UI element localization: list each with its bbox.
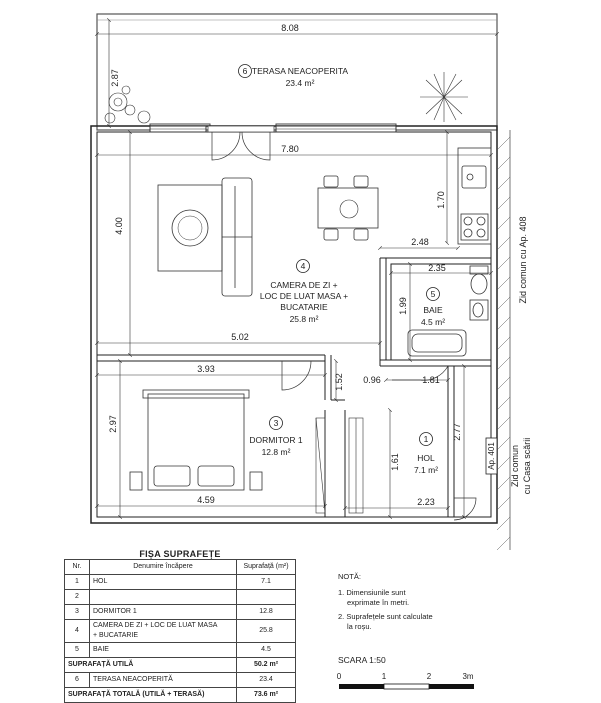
table-row: 4 CAMERA DE ZI + LOC DE LUAT MASA + BUCA… bbox=[64, 619, 296, 643]
surfaces-table: FIȘA SUPRAFEȚE Nr. Denumire încăpere Sup… bbox=[64, 549, 296, 703]
dim-bedroom-bottom: 4.59 bbox=[197, 495, 215, 505]
bed bbox=[129, 389, 263, 491]
scale-bar: 0 1 2 3m SCARA 1:50 bbox=[337, 655, 474, 690]
svg-text:3m: 3m bbox=[462, 672, 473, 681]
dim-bath-depth: 1.99 bbox=[398, 297, 408, 315]
dim-bath-width: 2.35 bbox=[428, 263, 446, 273]
table-row: 3 DORMITOR 1 12.8 bbox=[64, 604, 296, 620]
entry-door bbox=[453, 497, 477, 521]
dim-corridor: 1.52 bbox=[334, 373, 344, 391]
svg-text:LOC DE LUAT MASA +: LOC DE LUAT MASA + bbox=[260, 291, 348, 301]
svg-text:7.1 m²: 7.1 m² bbox=[414, 465, 438, 475]
living-furniture bbox=[157, 177, 253, 297]
dim-bedroom-wall: 5.02 bbox=[231, 332, 249, 342]
table-terrace-row: 6 TERASA NEACOPERITĂ 23.4 bbox=[64, 672, 296, 688]
table-total-row: SUPRAFAȚĂ TOTALĂ (UTILĂ + TERASĂ) 73.6 m… bbox=[64, 687, 296, 703]
dim-living-width: 7.80 bbox=[281, 144, 299, 154]
dim-hall-width: 1.81 bbox=[422, 375, 440, 385]
svg-text:5: 5 bbox=[431, 289, 436, 299]
dim-hall-bottom: 2.23 bbox=[417, 497, 435, 507]
plant-icon bbox=[104, 85, 151, 124]
toilet bbox=[469, 265, 489, 295]
table-row: 2 bbox=[64, 589, 296, 605]
room-label-terrace: 6 TERASA NEACOPERITA 23.4 m² bbox=[238, 64, 349, 88]
dim-hall-depth: 2.77 bbox=[452, 423, 462, 441]
bathtub bbox=[407, 329, 467, 357]
dimension-lines bbox=[97, 20, 497, 517]
dim-living-depth: 4.00 bbox=[114, 217, 124, 235]
wall-stair-label-2: cu Casa scării bbox=[522, 438, 532, 495]
svg-text:BAIE: BAIE bbox=[423, 305, 443, 315]
ap401-tag: Ap. 401 bbox=[485, 437, 498, 475]
dim-kitchen-depth: 1.70 bbox=[436, 191, 446, 209]
wall-stair-label-1: Zid comun bbox=[510, 445, 520, 487]
svg-text:0: 0 bbox=[337, 672, 342, 681]
table-row: 5 BAIE 4.5 bbox=[64, 642, 296, 658]
svg-text:BUCATARIE: BUCATARIE bbox=[280, 302, 328, 312]
svg-text:4.5 m²: 4.5 m² bbox=[421, 317, 445, 327]
room-label-living: 4 CAMERA DE ZI + LOC DE LUAT MASA + BUCA… bbox=[260, 259, 348, 324]
shared-wall-hatch bbox=[496, 136, 511, 551]
dim-hall-inner: 1.61 bbox=[390, 453, 400, 471]
header-name: Denumire încăpere bbox=[89, 559, 237, 575]
sink bbox=[469, 299, 489, 321]
dim-hall-offset: 0.96 bbox=[363, 375, 381, 385]
dining-table bbox=[317, 175, 379, 241]
room-label-hall: 1 HOL 7.1 m² bbox=[414, 432, 438, 475]
svg-text:1: 1 bbox=[382, 672, 387, 681]
bedroom-door bbox=[281, 360, 312, 391]
table-header-row: Nr. Denumire încăpere Suprafață (m²) bbox=[64, 559, 296, 575]
dim-bath-offset: 2.48 bbox=[411, 237, 429, 247]
dim-bedroom-width: 3.93 bbox=[197, 364, 215, 374]
dim-bedroom-depth: 2.97 bbox=[108, 415, 118, 433]
svg-text:TERASA NEACOPERITA: TERASA NEACOPERITA bbox=[252, 66, 349, 76]
wall-408-label: Zid comun cu Ap. 408 bbox=[518, 216, 528, 303]
svg-text:HOL: HOL bbox=[417, 453, 435, 463]
kitchen-counter bbox=[457, 147, 492, 245]
header-nr: Nr. bbox=[64, 559, 90, 575]
table-row: 1 HOL 7.1 bbox=[64, 574, 296, 590]
table-util-row: SUPRAFAȚĂ UTILĂ 50.2 m² bbox=[64, 657, 296, 673]
svg-text:25.8 m²: 25.8 m² bbox=[290, 314, 319, 324]
palm-icon bbox=[420, 72, 468, 122]
svg-text:12.8 m²: 12.8 m² bbox=[262, 447, 291, 457]
room-label-bedroom: 3 DORMITOR 1 12.8 m² bbox=[249, 416, 303, 457]
svg-text:3: 3 bbox=[274, 418, 279, 428]
svg-text:2: 2 bbox=[427, 672, 432, 681]
scale-title: SCARA 1:50 bbox=[338, 655, 386, 665]
notes: NOTĂ: 1. Dimensiunile sunt exprimate în … bbox=[338, 572, 458, 632]
notes-title: NOTĂ: bbox=[338, 572, 361, 581]
dim-terrace-depth: 2.87 bbox=[110, 69, 120, 87]
svg-text:DORMITOR 1: DORMITOR 1 bbox=[249, 435, 302, 445]
svg-text:23.4 m²: 23.4 m² bbox=[286, 78, 315, 88]
dim-terrace-width: 8.08 bbox=[281, 23, 299, 33]
room-label-bath: 5 BAIE 4.5 m² bbox=[421, 287, 445, 327]
svg-text:Ap. 401: Ap. 401 bbox=[487, 442, 496, 470]
svg-text:1: 1 bbox=[424, 434, 429, 444]
table-title: FIȘA SUPRAFEȚE bbox=[139, 549, 221, 559]
svg-text:6: 6 bbox=[243, 66, 248, 76]
svg-text:CAMERA DE ZI +: CAMERA DE ZI + bbox=[270, 280, 337, 290]
wardrobe bbox=[315, 417, 364, 514]
svg-text:4: 4 bbox=[301, 261, 306, 271]
header-area: Suprafață (m²) bbox=[236, 559, 296, 575]
